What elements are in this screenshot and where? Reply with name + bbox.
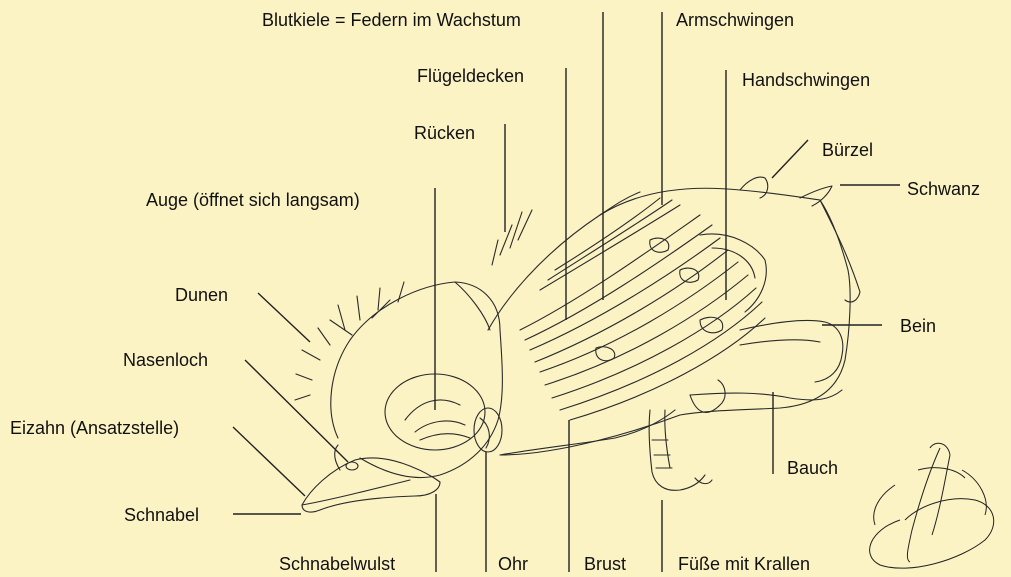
- beak-outline: [302, 458, 440, 512]
- label-auge: Auge (öffnet sich langsam): [146, 190, 360, 210]
- head-outline: [331, 282, 503, 477]
- label-schnabelwulst: Schnabelwulst: [279, 554, 395, 574]
- label-fuesse: Füße mit Krallen: [678, 554, 810, 574]
- label-blutkiele: Blutkiele = Federn im Wachstum: [262, 10, 521, 30]
- leader-buerzel: [772, 140, 808, 178]
- tail-outline: [800, 186, 832, 206]
- label-brust: Brust: [584, 554, 626, 574]
- label-bein: Bein: [900, 316, 936, 336]
- down-feathers: [295, 210, 532, 400]
- leader-dunen: [258, 293, 310, 342]
- label-armschwingen: Armschwingen: [676, 10, 794, 30]
- label-buerzel: Bürzel: [822, 140, 873, 160]
- signature-monogram: [870, 443, 994, 568]
- label-eizahn: Eizahn (Ansatzstelle): [10, 418, 179, 438]
- label-nasenloch: Nasenloch: [123, 350, 208, 370]
- label-dunen: Dunen: [175, 285, 228, 305]
- label-ohr: Ohr: [498, 554, 528, 574]
- leader-lines: [233, 12, 900, 572]
- label-schnabel: Schnabel: [124, 505, 199, 525]
- label-fluegeldecken: Flügeldecken: [417, 66, 524, 86]
- belly-outline: [690, 390, 842, 400]
- label-bauch: Bauch: [787, 458, 838, 478]
- leader-eizahn: [233, 427, 305, 496]
- rump-outline: [740, 177, 768, 198]
- label-handschwingen: Handschwingen: [742, 70, 870, 90]
- ear-outline: [474, 408, 502, 452]
- leg-outline: [740, 320, 843, 382]
- label-ruecken: Rücken: [414, 123, 475, 143]
- label-schwanz: Schwanz: [907, 179, 980, 199]
- shoulder-outline: [455, 282, 490, 330]
- leader-nasenloch: [245, 360, 348, 462]
- wing-feathers: [520, 192, 766, 420]
- nostril-outline: [346, 462, 358, 470]
